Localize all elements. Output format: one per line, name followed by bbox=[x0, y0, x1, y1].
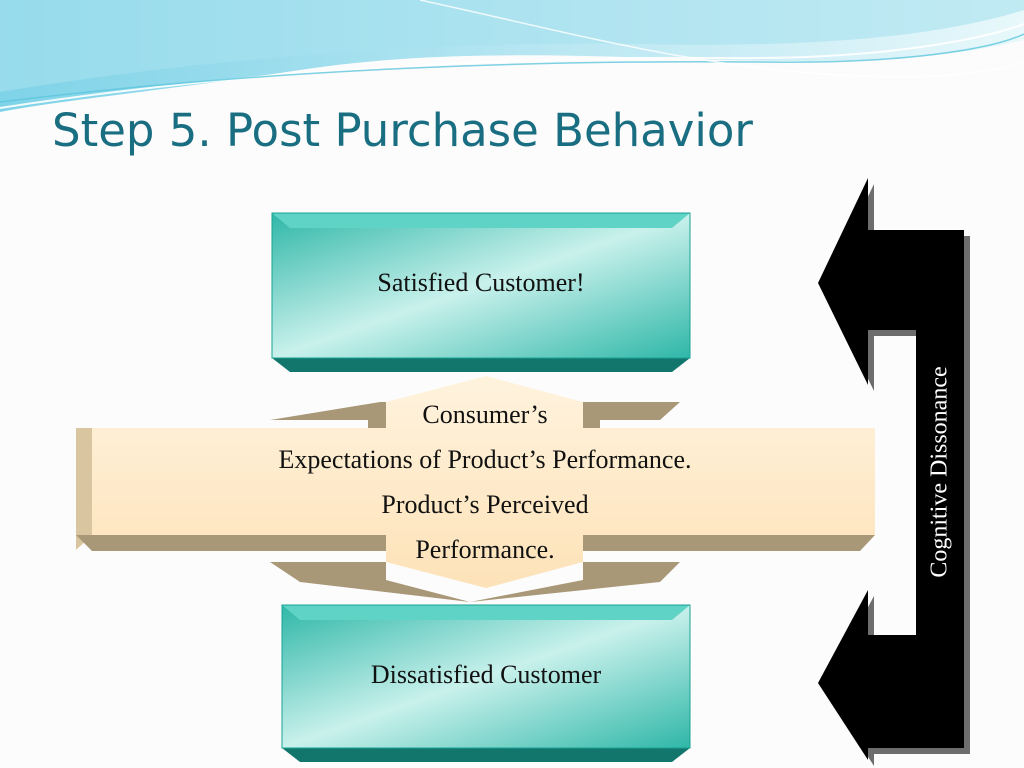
expectation-line-1: Consumer’s bbox=[422, 400, 548, 429]
expectation-line-2: Expectations of Product’s Performance. bbox=[278, 445, 692, 474]
expectation-line-4: Performance. bbox=[415, 535, 555, 564]
expectation-arrow bbox=[76, 376, 875, 602]
cognitive-dissonance-label: Cognitive Dissonance bbox=[926, 366, 953, 578]
dissatisfied-customer-label: Dissatisfied Customer bbox=[370, 660, 602, 689]
dissatisfied-box bbox=[281, 604, 691, 762]
satisfied-box bbox=[271, 212, 691, 372]
cognitive-dissonance-arrow bbox=[818, 178, 970, 766]
satisfied-customer-label: Satisfied Customer! bbox=[377, 268, 585, 297]
expectation-line-3: Product’s Perceived bbox=[381, 490, 589, 519]
slide-title: Step 5. Post Purchase Behavior bbox=[52, 104, 753, 157]
expectation-text: Consumer’s Expectations of Product’s Per… bbox=[80, 392, 890, 572]
